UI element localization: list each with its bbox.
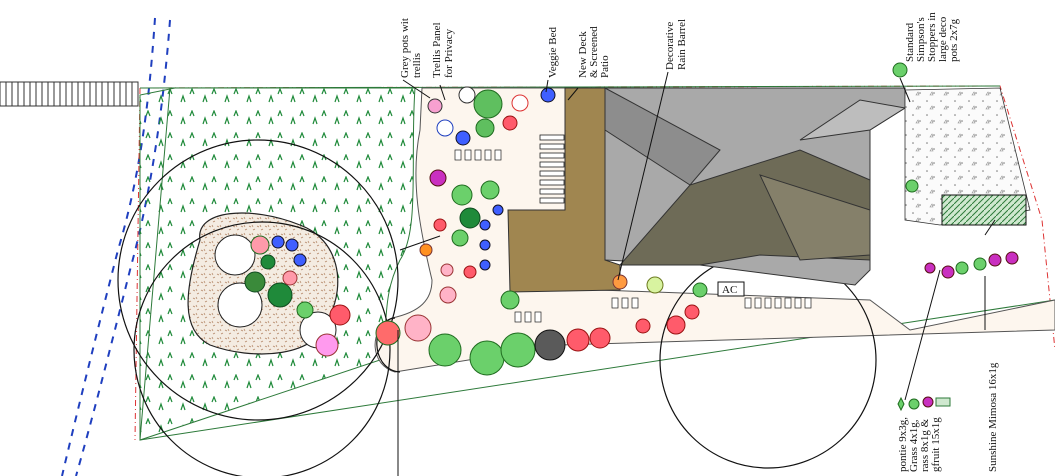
deck-steps <box>539 134 565 204</box>
lot-lines <box>139 85 1055 441</box>
label-grey-pots: Grey pots wit trellis <box>399 15 423 78</box>
tree-canopies <box>117 139 877 476</box>
label-stoppers: Standard Simpson's Stoppers in large dec… <box>904 9 960 62</box>
paver-row <box>454 149 812 323</box>
new-deck <box>507 87 621 293</box>
hatched-bed <box>941 194 1027 226</box>
house-roof <box>604 87 907 286</box>
label-veggie-bed: Veggie Bed <box>547 26 559 78</box>
label-sunshine-mimosa: Sunshine Mimosa 16x1g <box>987 362 999 472</box>
plants <box>244 62 1019 376</box>
label-rain-barrel: Decorative Rain Barrel <box>664 19 688 70</box>
label-ac: AC <box>722 284 737 296</box>
fence <box>0 81 139 107</box>
planting-bed <box>374 87 1055 373</box>
label-new-deck: New Deck & Screened Patio <box>577 24 611 78</box>
label-legend-bottom: pontie 9x3g, Grass 4x1g, rass 8x1g & gfr… <box>897 414 942 472</box>
leader-lines <box>397 71 996 476</box>
ac-unit <box>717 281 745 297</box>
label-trellis-panel: Trellis Panel for Privacy <box>431 20 455 78</box>
legend-icons <box>897 396 951 412</box>
